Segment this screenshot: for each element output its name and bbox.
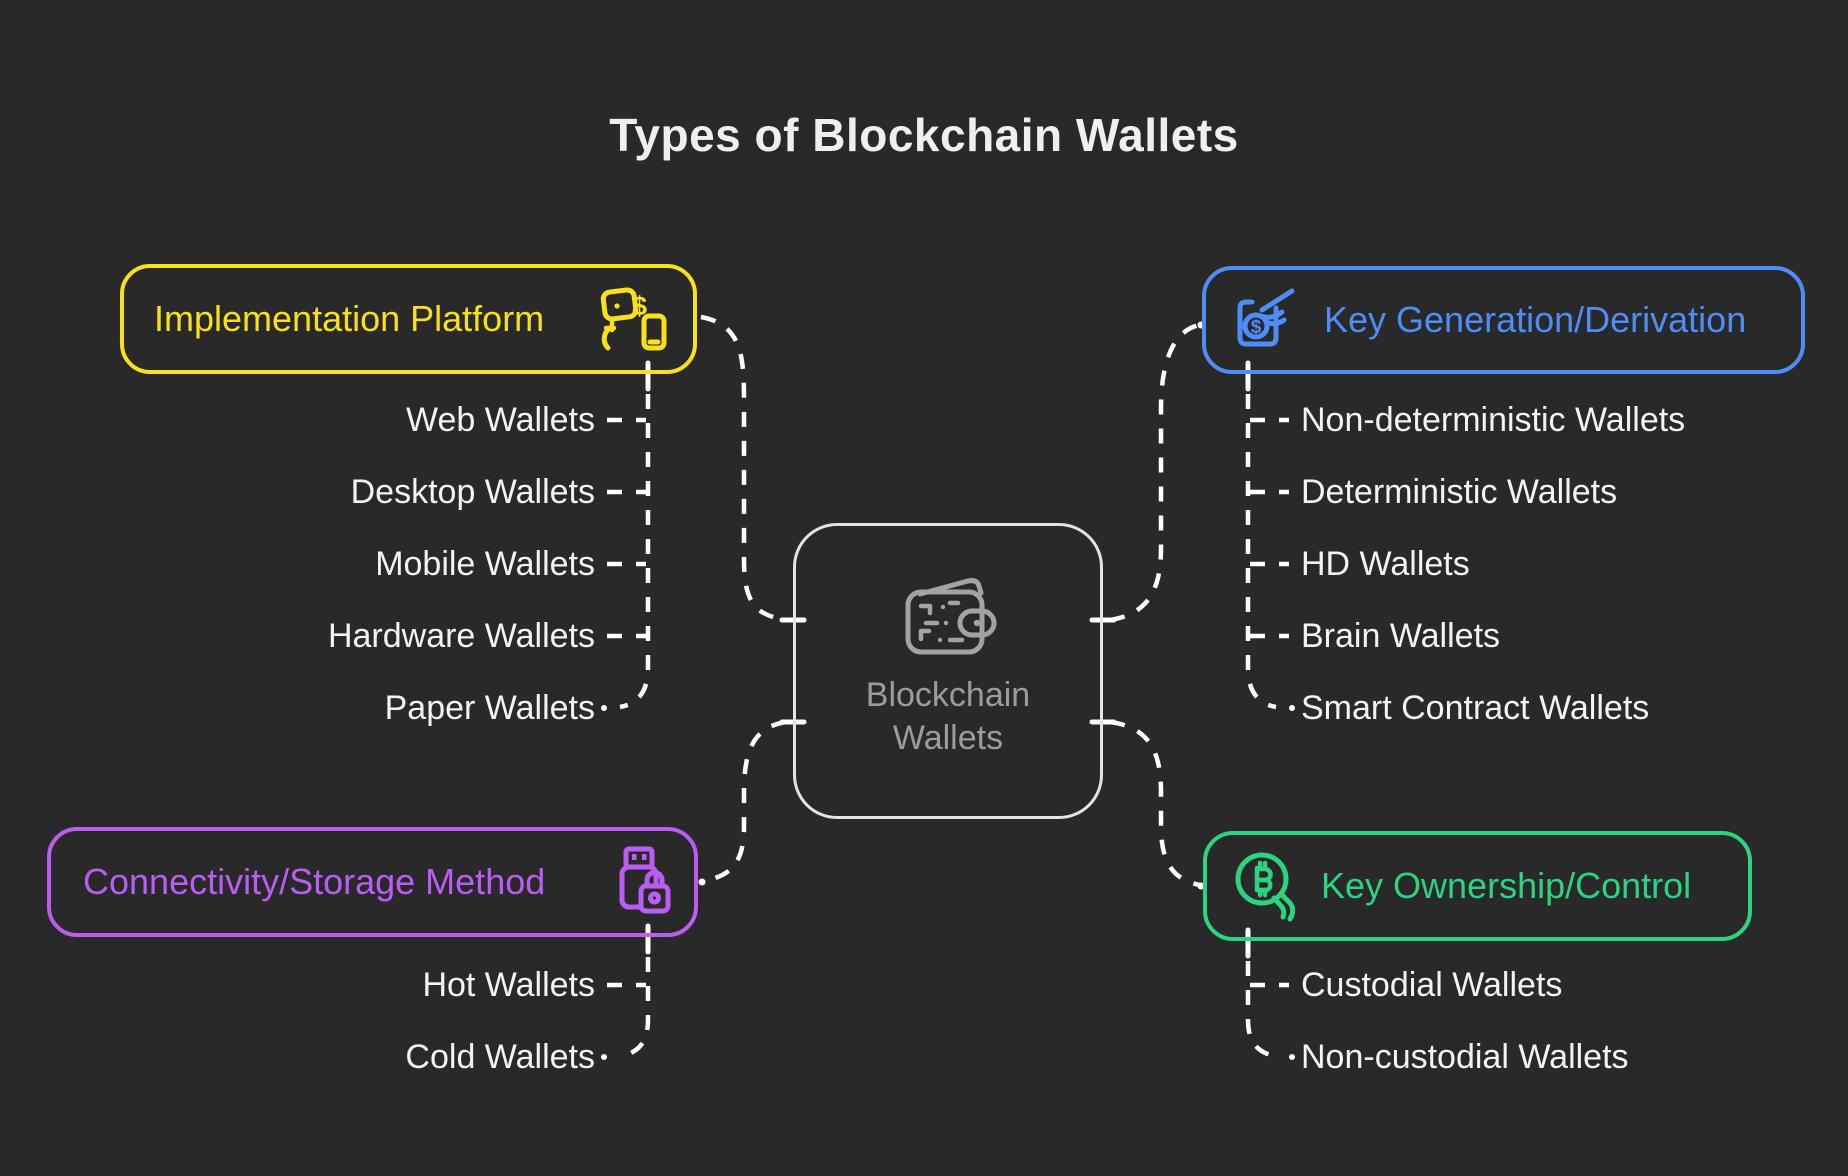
bitcoin-hand-icon xyxy=(1235,852,1296,922)
item-column-key-ownership: Custodial Wallets Non-custodial Wallets xyxy=(1301,949,1821,1093)
item-column-implementation-platform: Web Wallets Desktop Wallets Mobile Walle… xyxy=(100,384,595,744)
page-title: Types of Blockchain Wallets xyxy=(609,109,1239,161)
wallet-type-item: Hot Wallets xyxy=(422,965,595,1004)
wallet-icon xyxy=(905,578,997,655)
wallet-type-item: Custodial Wallets xyxy=(1301,965,1563,1004)
group-box-connectivity-storage-method: Connectivity/Storage Method xyxy=(47,827,698,937)
wallet-type-item: Deterministic Wallets xyxy=(1301,472,1618,511)
wallet-type-item: HD Wallets xyxy=(1301,544,1470,583)
wallet-type-item: Desktop Wallets xyxy=(350,472,595,511)
center-node-blockchain-wallets: Blockchain Wallets xyxy=(793,523,1103,819)
group-box-key-generation-derivation: $ Key Generation/Derivation xyxy=(1202,266,1805,374)
wallet-type-item: Non-custodial Wallets xyxy=(1301,1037,1629,1076)
wallet-type-item: Mobile Wallets xyxy=(375,544,595,583)
group-label: Implementation Platform xyxy=(154,298,545,339)
svg-text:$: $ xyxy=(1251,317,1262,338)
center-node-label: Blockchain Wallets xyxy=(865,676,1031,757)
wallet-type-item: Smart Contract Wallets xyxy=(1301,688,1650,727)
group-box-key-ownership-control: Key Ownership/Control xyxy=(1203,831,1752,941)
device-swap-icon: $ xyxy=(600,287,667,351)
wallet-type-item: Paper Wallets xyxy=(384,688,595,727)
usb-lock-icon xyxy=(619,846,671,914)
wallet-type-item: Non-deterministic Wallets xyxy=(1301,400,1686,439)
hand-signing-icon: $ xyxy=(1237,288,1295,347)
group-label: Key Ownership/Control xyxy=(1321,865,1692,906)
group-label: Connectivity/Storage Method xyxy=(83,861,546,902)
wallet-type-item: Web Wallets xyxy=(406,400,595,439)
group-label: Key Generation/Derivation xyxy=(1324,299,1747,340)
item-column-connectivity-storage: Hot Wallets Cold Wallets xyxy=(100,949,595,1093)
svg-text:$: $ xyxy=(632,291,647,321)
group-box-implementation-platform: Implementation Platform $ xyxy=(120,264,697,374)
wallet-type-item: Brain Wallets xyxy=(1301,616,1501,655)
wallet-type-item: Hardware Wallets xyxy=(327,616,595,655)
item-column-key-generation: Non-deterministic Wallets Deterministic … xyxy=(1301,384,1821,744)
wallet-type-item: Cold Wallets xyxy=(405,1037,595,1076)
